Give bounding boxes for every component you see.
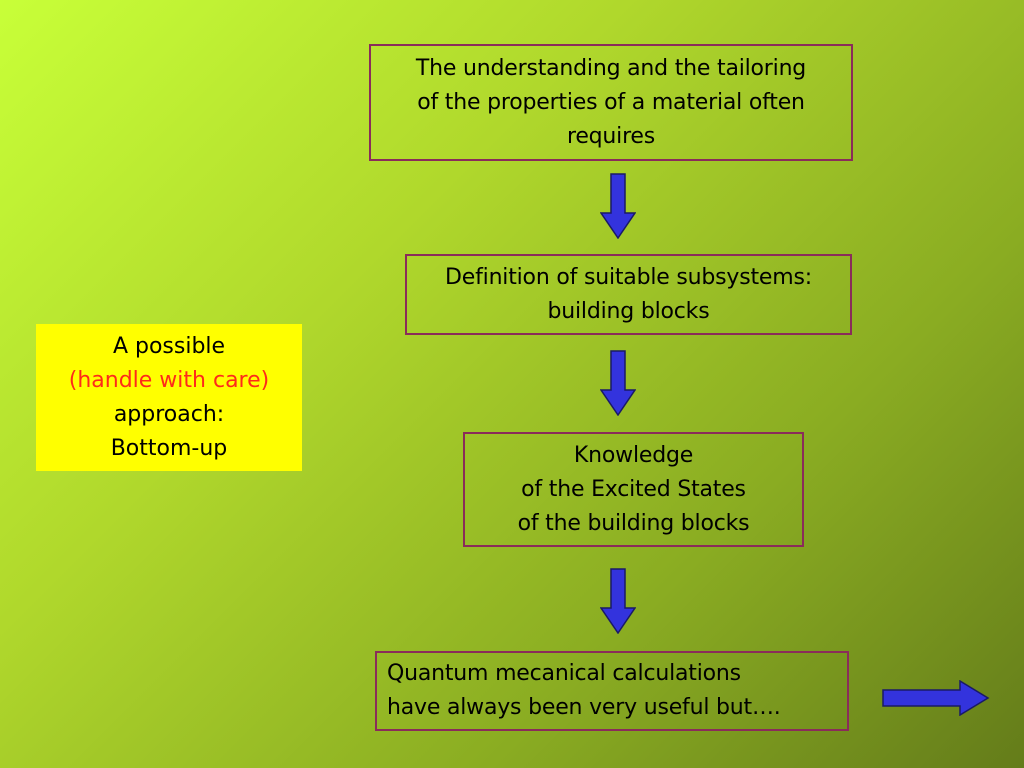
flow-box-knowledge-line1: Knowledge	[573, 442, 694, 468]
right-arrow-icon	[882, 680, 990, 716]
flow-box-quantum: Quantum mecanical calculations have alwa…	[375, 651, 849, 731]
flow-box-definition-line1: Definition of suitable subsystems:	[445, 264, 812, 290]
down-arrow-icon	[600, 173, 636, 239]
flow-box-understanding: The understanding and the tailoring of t…	[369, 44, 853, 161]
flow-box-understanding-line1: The understanding and the tailoring	[415, 55, 807, 81]
flow-box-knowledge-line2: of the Excited States	[521, 476, 746, 502]
approach-callout-line3: approach:	[113, 401, 225, 427]
flow-box-definition: Definition of suitable subsystems: build…	[405, 254, 852, 335]
flow-box-knowledge: Knowledge of the Excited States of the b…	[463, 432, 804, 547]
flow-box-quantum-line1: Quantum mecanical calculations	[387, 661, 741, 686]
flow-box-definition-line2: building blocks	[547, 298, 710, 324]
approach-callout-line4: Bottom-up	[110, 435, 228, 461]
flow-box-knowledge-line3: of the building blocks	[517, 510, 750, 536]
approach-callout-line1: A possible	[112, 333, 226, 359]
flow-box-understanding-line3: requires	[566, 123, 656, 149]
down-arrow-icon	[600, 568, 636, 634]
flow-box-quantum-line2: have always been very useful but….	[387, 695, 781, 720]
approach-callout-warning: (handle with care)	[68, 367, 270, 393]
down-arrow-icon	[600, 350, 636, 416]
flow-box-understanding-line2: of the properties of a material often	[417, 89, 805, 115]
approach-callout: A possible (handle with care) approach: …	[36, 324, 302, 471]
